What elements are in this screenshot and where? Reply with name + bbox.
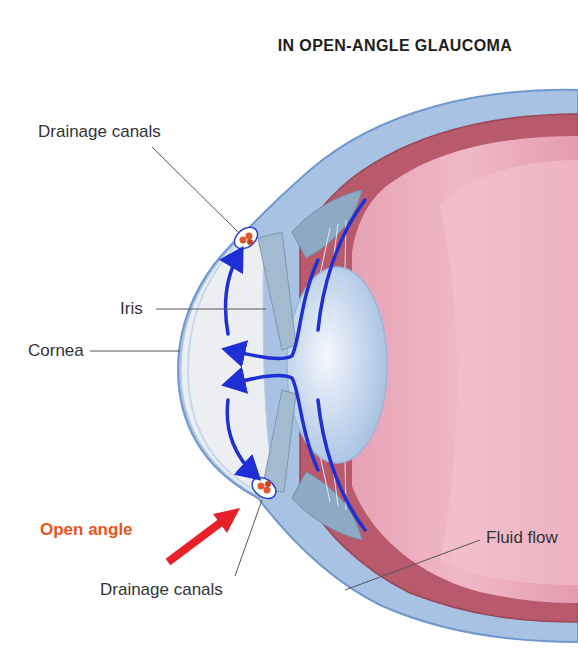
vitreous-highlight bbox=[440, 160, 578, 585]
leader-lines bbox=[90, 147, 480, 590]
drainage-canal-top bbox=[230, 223, 261, 254]
iris-top bbox=[258, 232, 296, 350]
iris-bottom bbox=[262, 390, 296, 492]
drainage-label: Drainage canals bbox=[100, 580, 223, 600]
part-label: Iris bbox=[120, 299, 143, 319]
fluid-flow-arrows bbox=[226, 200, 365, 530]
callout-label: Open angle bbox=[40, 520, 133, 540]
cornea-inner-line bbox=[188, 238, 254, 490]
cornea bbox=[181, 234, 276, 496]
drainage-label: Drainage canals bbox=[38, 122, 161, 142]
lens bbox=[287, 267, 387, 463]
drainage-canal-bottom bbox=[248, 473, 280, 503]
part-label: Cornea bbox=[28, 341, 84, 361]
diagram-title: IN OPEN-ANGLE GLAUCOMA bbox=[278, 36, 513, 56]
sclera bbox=[178, 90, 578, 642]
part-label: Fluid flow bbox=[486, 528, 558, 548]
open-angle-arrow bbox=[168, 508, 240, 562]
